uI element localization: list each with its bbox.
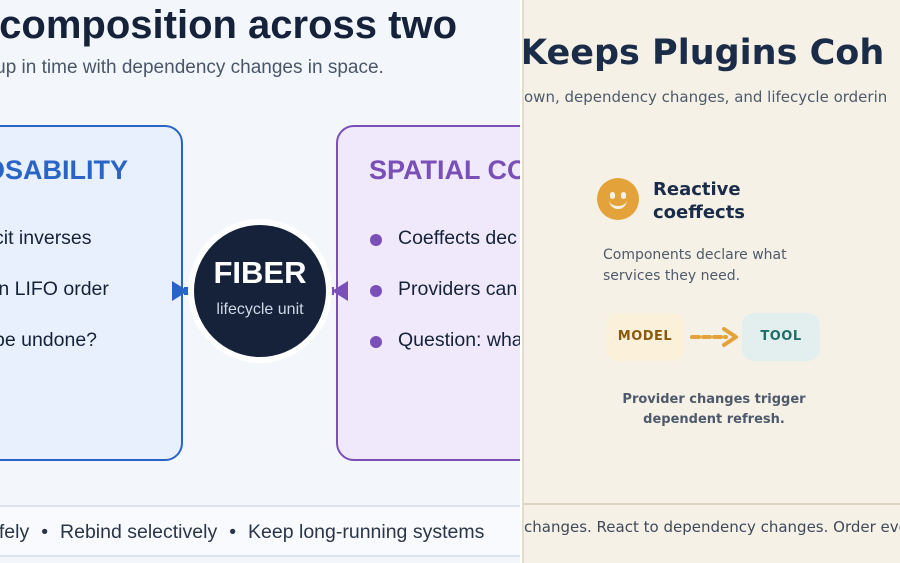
slide-title: Keeps Plugins Coh xyxy=(522,33,885,73)
footer-item-2: Rebind selectively xyxy=(60,521,218,543)
slide-title: ates composition across two xyxy=(0,3,458,47)
fiber-subtitle: lifecycle unit xyxy=(216,301,304,318)
description-line: Components declare what xyxy=(603,247,787,263)
right-footer-text: changes. React to dependency changes. Or… xyxy=(524,518,900,536)
spatial-card: SPATIAL CO Coeffects dec Providers can Q… xyxy=(336,125,520,461)
purple-arrow-icon xyxy=(332,281,348,301)
fiber-node: FIBER lifecycle unit xyxy=(194,225,326,357)
composability-item-2: in LIFO order xyxy=(0,278,109,300)
provider-note: Provider changes trigger dependent refre… xyxy=(603,390,825,430)
title-line: coeffects xyxy=(653,202,746,223)
spatial-heading: SPATIAL CO xyxy=(369,155,520,185)
slide-subtitle: own, dependency changes, and lifecycle o… xyxy=(524,88,888,106)
bullet-icon xyxy=(370,234,382,246)
dashed-arrow-icon xyxy=(690,327,738,347)
bullet-icon xyxy=(370,336,382,348)
right-footer-bar: changes. React to dependency changes. Or… xyxy=(524,503,900,551)
title-line: Reactive xyxy=(653,179,741,200)
reactive-coeffects-description: Components declare what services they ne… xyxy=(603,245,787,287)
spatial-item-text: Question: wha xyxy=(398,329,520,351)
slide-subtitle: anup in time with dependency changes in … xyxy=(0,57,384,78)
smiley-eye xyxy=(621,192,626,199)
fiber-title: FIBER xyxy=(213,255,307,290)
composability-item-1: cit inverses xyxy=(0,227,92,249)
left-slide-panel: ates composition across two anup in time… xyxy=(0,0,520,563)
composability-card: POSABILITY cit inverses in LIFO order be… xyxy=(0,125,183,461)
composability-heading: POSABILITY xyxy=(0,155,129,185)
note-line: dependent refresh. xyxy=(643,412,785,427)
left-footer-bar: afely • Rebind selectively • Keep long-runni… xyxy=(0,505,520,557)
bullet-icon xyxy=(370,285,382,297)
footer-separator: • xyxy=(229,521,237,543)
right-slide-panel: Keeps Plugins Coh own, dependency change… xyxy=(522,0,900,563)
blue-arrow-icon xyxy=(172,281,188,301)
model-chip: MODEL xyxy=(606,313,684,361)
smiley-eye xyxy=(610,192,615,199)
description-line: services they need. xyxy=(603,268,741,284)
footer-item-3: Keep long-running systems xyxy=(248,521,485,543)
composability-item-3: be undone? xyxy=(0,329,98,351)
footer-separator: • xyxy=(41,521,49,543)
smiley-icon xyxy=(597,178,639,220)
footer-item-1: afely xyxy=(0,521,30,543)
blue-connector-line xyxy=(184,287,192,295)
reactive-coeffects-title: Reactive coeffects xyxy=(653,178,745,224)
smiley-mouth xyxy=(609,200,627,209)
spatial-item-text: Coeffects dec xyxy=(398,227,517,249)
left-footer-text: afely • Rebind selectively • Keep long-runni… xyxy=(0,521,484,544)
note-line: Provider changes trigger xyxy=(622,392,806,407)
purple-connector-line xyxy=(326,287,334,295)
spatial-item-text: Providers can xyxy=(398,278,518,300)
tool-chip: TOOL xyxy=(742,313,820,361)
